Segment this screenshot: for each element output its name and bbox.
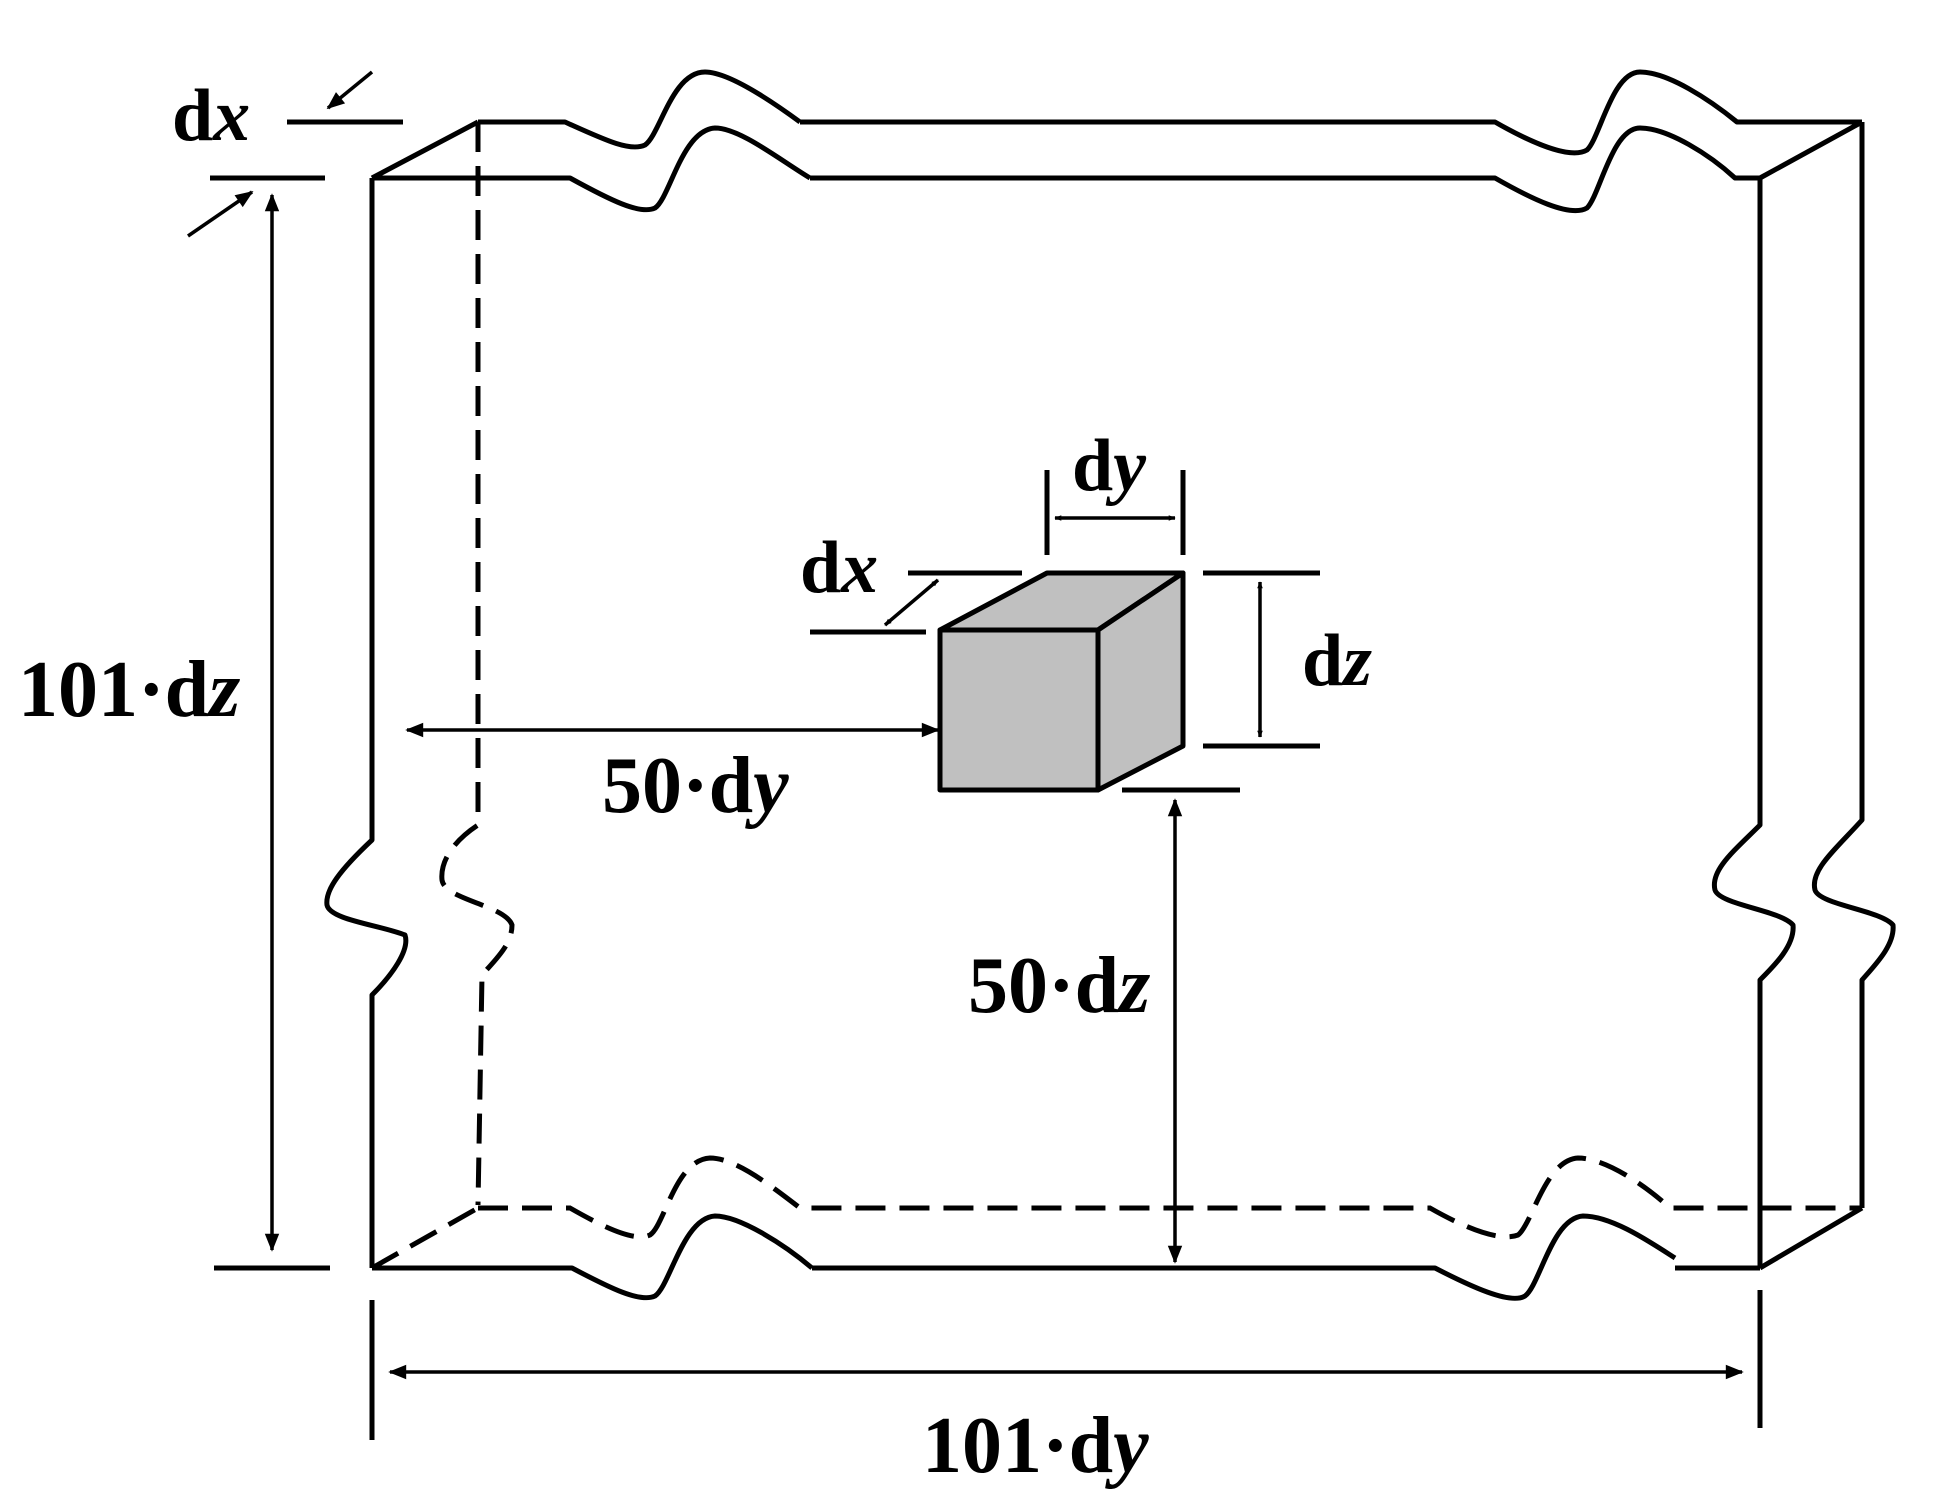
front-face — [324, 125, 1796, 1301]
cube-dy-dimension: dy — [1044, 425, 1186, 555]
offset-y-dimension: 50·dy — [405, 722, 940, 830]
cube-dz-label: dz — [1302, 620, 1372, 702]
cube-element — [937, 570, 1186, 793]
cube-dy-label: dy — [1072, 425, 1147, 507]
dx-label-top: dx — [172, 75, 250, 157]
cube-dx-dimension: dx — [800, 527, 1022, 635]
width-dimension: 101·dy — [369, 1290, 1763, 1490]
back-face — [370, 69, 1896, 1271]
width-label: 101·dy — [922, 1402, 1149, 1490]
height-dimension: 101·dz — [18, 193, 330, 1271]
cube-dz-dimension: dz — [1203, 570, 1372, 749]
cube-dx-label: dx — [800, 527, 878, 609]
offset-z-dimension: 50·dz — [968, 787, 1240, 1264]
dx-dimension-top: dx — [172, 70, 403, 238]
cube-front-face — [937, 627, 1101, 793]
offset-y-label: 50·dy — [602, 742, 789, 830]
height-label: 101·dz — [18, 646, 240, 734]
offset-z-label: 50·dz — [968, 942, 1150, 1030]
